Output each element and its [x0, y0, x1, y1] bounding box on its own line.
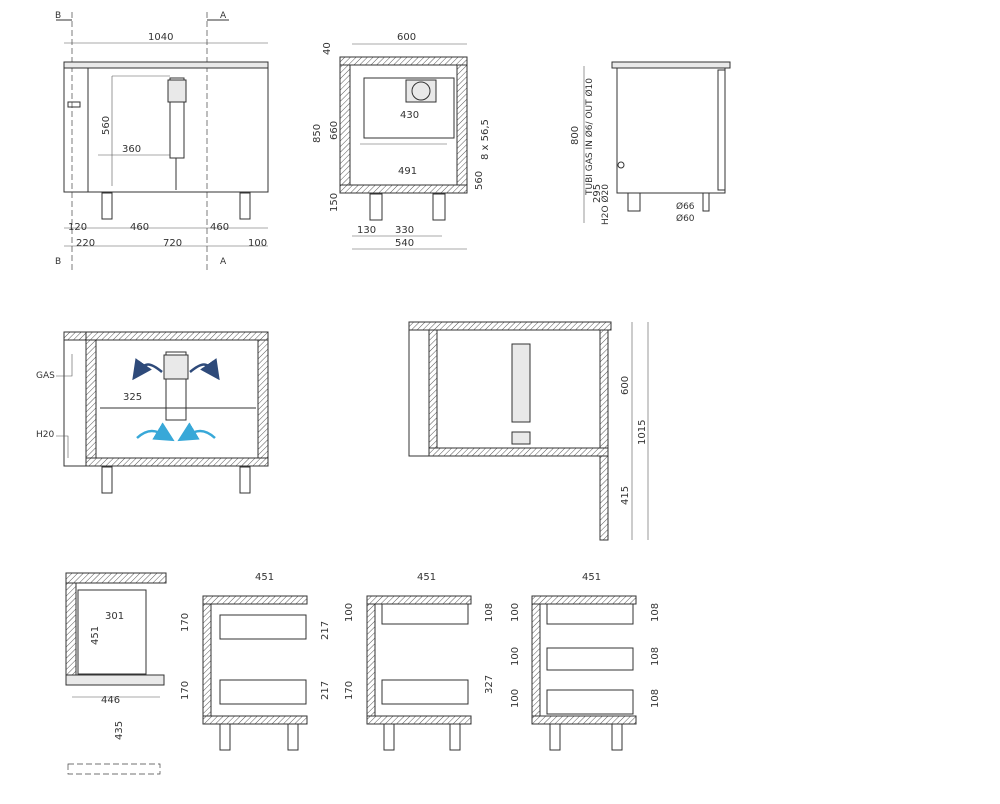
dim-front-width: 1040 — [148, 32, 173, 43]
dim-side-base: 150 — [329, 193, 340, 212]
dim-plan-total: 1015 — [637, 420, 648, 445]
dim-d2-d: 217 — [320, 681, 331, 700]
dim-d2-a: 170 — [180, 613, 191, 632]
dim-back-wh: 295 — [592, 184, 603, 203]
dim-front-depth: 560 — [101, 116, 112, 135]
dim-side-width: 600 — [397, 32, 416, 43]
dim-d2-c: 170 — [180, 681, 191, 700]
dim-front-leg1: 460 — [130, 222, 149, 233]
airflow-view: 325 GAS H20 — [36, 331, 269, 494]
dim-plan-h2: 415 — [620, 486, 631, 505]
dim-side-top: 40 — [322, 42, 333, 55]
drawer-option-2: 451 170 217 170 217 — [180, 572, 331, 751]
section-a-top: A — [220, 11, 227, 21]
dim-front-leg2: 460 — [210, 222, 229, 233]
dim-front-shelf: 360 — [122, 144, 141, 155]
dim-side-inner-w: 491 — [398, 166, 417, 177]
dim-side-legsp2: 330 — [395, 225, 414, 236]
dim-front-b2: 720 — [163, 238, 182, 249]
dim-side-h1: 850 — [312, 124, 323, 143]
section-a-bottom: A — [220, 257, 227, 267]
dim-side-unit: 430 — [400, 110, 419, 121]
dim-d4-width: 451 — [582, 572, 601, 583]
dim-front-b1: 220 — [76, 238, 95, 249]
dim-d4-b: 108 — [650, 603, 661, 622]
dim-comp-clear: 435 — [114, 721, 125, 740]
dim-d2-width: 451 — [255, 572, 274, 583]
dim-back-d1: Ø66 — [676, 201, 695, 212]
drawer-option-4: 451 100 108 100 108 100 108 — [510, 572, 661, 751]
back-view: 800 TUBI GAS IN Ø6/ OUT Ø10 H2O Ø20 295 … — [570, 61, 731, 225]
airflow-gas: GAS — [36, 371, 55, 381]
back-gas-pipes: TUBI GAS IN Ø6/ OUT Ø10 — [584, 78, 595, 196]
front-view: B A B A 1040 560 360 120 460 460 220 720… — [55, 11, 269, 270]
dim-side-inner-h: 560 — [474, 171, 485, 190]
dim-d2-b: 217 — [320, 621, 331, 640]
section-b-bottom: B — [55, 257, 61, 267]
dim-side-total: 540 — [395, 238, 414, 249]
section-b-top: B — [55, 11, 61, 21]
dim-side-legsp: 130 — [357, 225, 376, 236]
dim-air-shelf: 325 — [123, 392, 142, 403]
dim-comp-h1: 451 — [90, 626, 101, 645]
dim-d4-c: 100 — [510, 647, 521, 666]
compartment-view: 301 451 446 435 — [65, 572, 167, 775]
dim-comp-base: 446 — [101, 695, 120, 706]
dim-front-b3: 100 — [248, 238, 267, 249]
dim-side-shelves: 8 x 56,5 — [480, 119, 491, 160]
drawer-option-3: 451 100 108 327 170 — [344, 572, 495, 751]
dim-d4-d: 108 — [650, 647, 661, 666]
dim-d3-a: 100 — [344, 603, 355, 622]
dim-d4-a: 100 — [510, 603, 521, 622]
dim-front-leg-height: 120 — [68, 222, 87, 233]
dim-back-h: 800 — [570, 126, 581, 145]
dim-d4-f: 108 — [650, 689, 661, 708]
dim-comp-w1: 301 — [105, 611, 124, 622]
plan-view: 600 415 1015 — [408, 321, 649, 541]
side-view: 600 430 8 x 56,5 560 491 40 850 660 150 … — [312, 32, 491, 250]
dim-d4-e: 100 — [510, 689, 521, 708]
back-water: H2O Ø20 — [600, 184, 611, 225]
dim-plan-h1: 600 — [620, 376, 631, 395]
dim-d3-width: 451 — [417, 572, 436, 583]
dim-d3-d: 170 — [344, 681, 355, 700]
airflow-water: H20 — [36, 430, 54, 440]
dim-side-h2: 660 — [329, 121, 340, 140]
dim-back-d2: Ø60 — [676, 213, 695, 224]
dim-d3-c: 327 — [484, 675, 495, 694]
dim-d3-b: 108 — [484, 603, 495, 622]
